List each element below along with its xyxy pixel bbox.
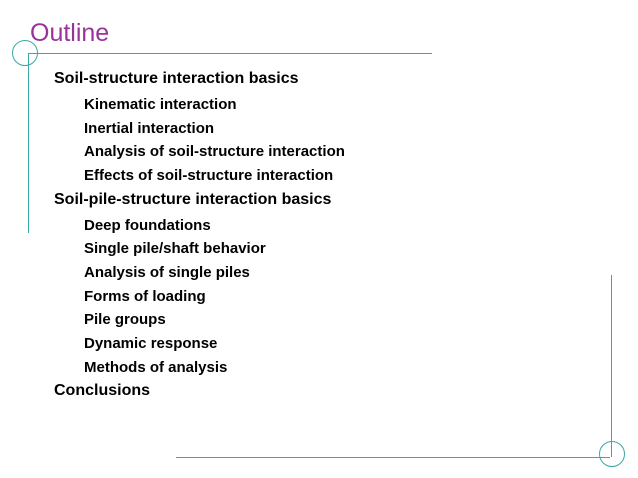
outline-item: Inertial interaction — [84, 119, 215, 137]
outline-item: Effects of soil-structure interaction — [84, 166, 334, 184]
divider-right-vertical — [611, 275, 612, 457]
circle-decoration-top-left — [12, 40, 38, 66]
circle-decoration-bottom-right — [599, 441, 625, 467]
divider-top — [28, 53, 432, 54]
outline-item: Pile groups — [84, 311, 166, 329]
divider-bottom — [176, 457, 610, 458]
page-title: Outline — [30, 19, 110, 47]
outline-item: Soil-pile-structure interaction basics — [54, 190, 332, 208]
outline-item: Soil-structure interaction basics — [54, 70, 299, 87]
outline-item: Conclusions — [54, 382, 151, 400]
outline-item: Analysis of single piles — [84, 263, 250, 281]
outline-item: Kinematic interaction — [84, 95, 237, 113]
outline-item: Analysis of soil-structure interaction — [84, 143, 345, 161]
outline-item: Forms of loading — [84, 287, 206, 305]
outline-item: Dynamic response — [84, 334, 218, 352]
outline-item: Single pile/shaft behavior — [84, 240, 266, 258]
outline-item: Deep foundations — [84, 216, 211, 234]
divider-left-vertical — [28, 53, 29, 233]
outline-item: Methods of analysis — [84, 358, 228, 376]
